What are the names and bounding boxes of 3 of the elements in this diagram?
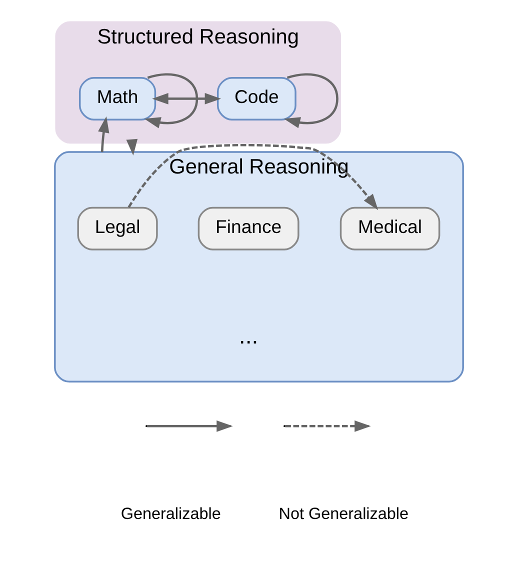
legend-label: Not Generalizable (278, 504, 408, 523)
legend-label: Generalizable (120, 504, 220, 523)
label: ... (238, 322, 258, 348)
